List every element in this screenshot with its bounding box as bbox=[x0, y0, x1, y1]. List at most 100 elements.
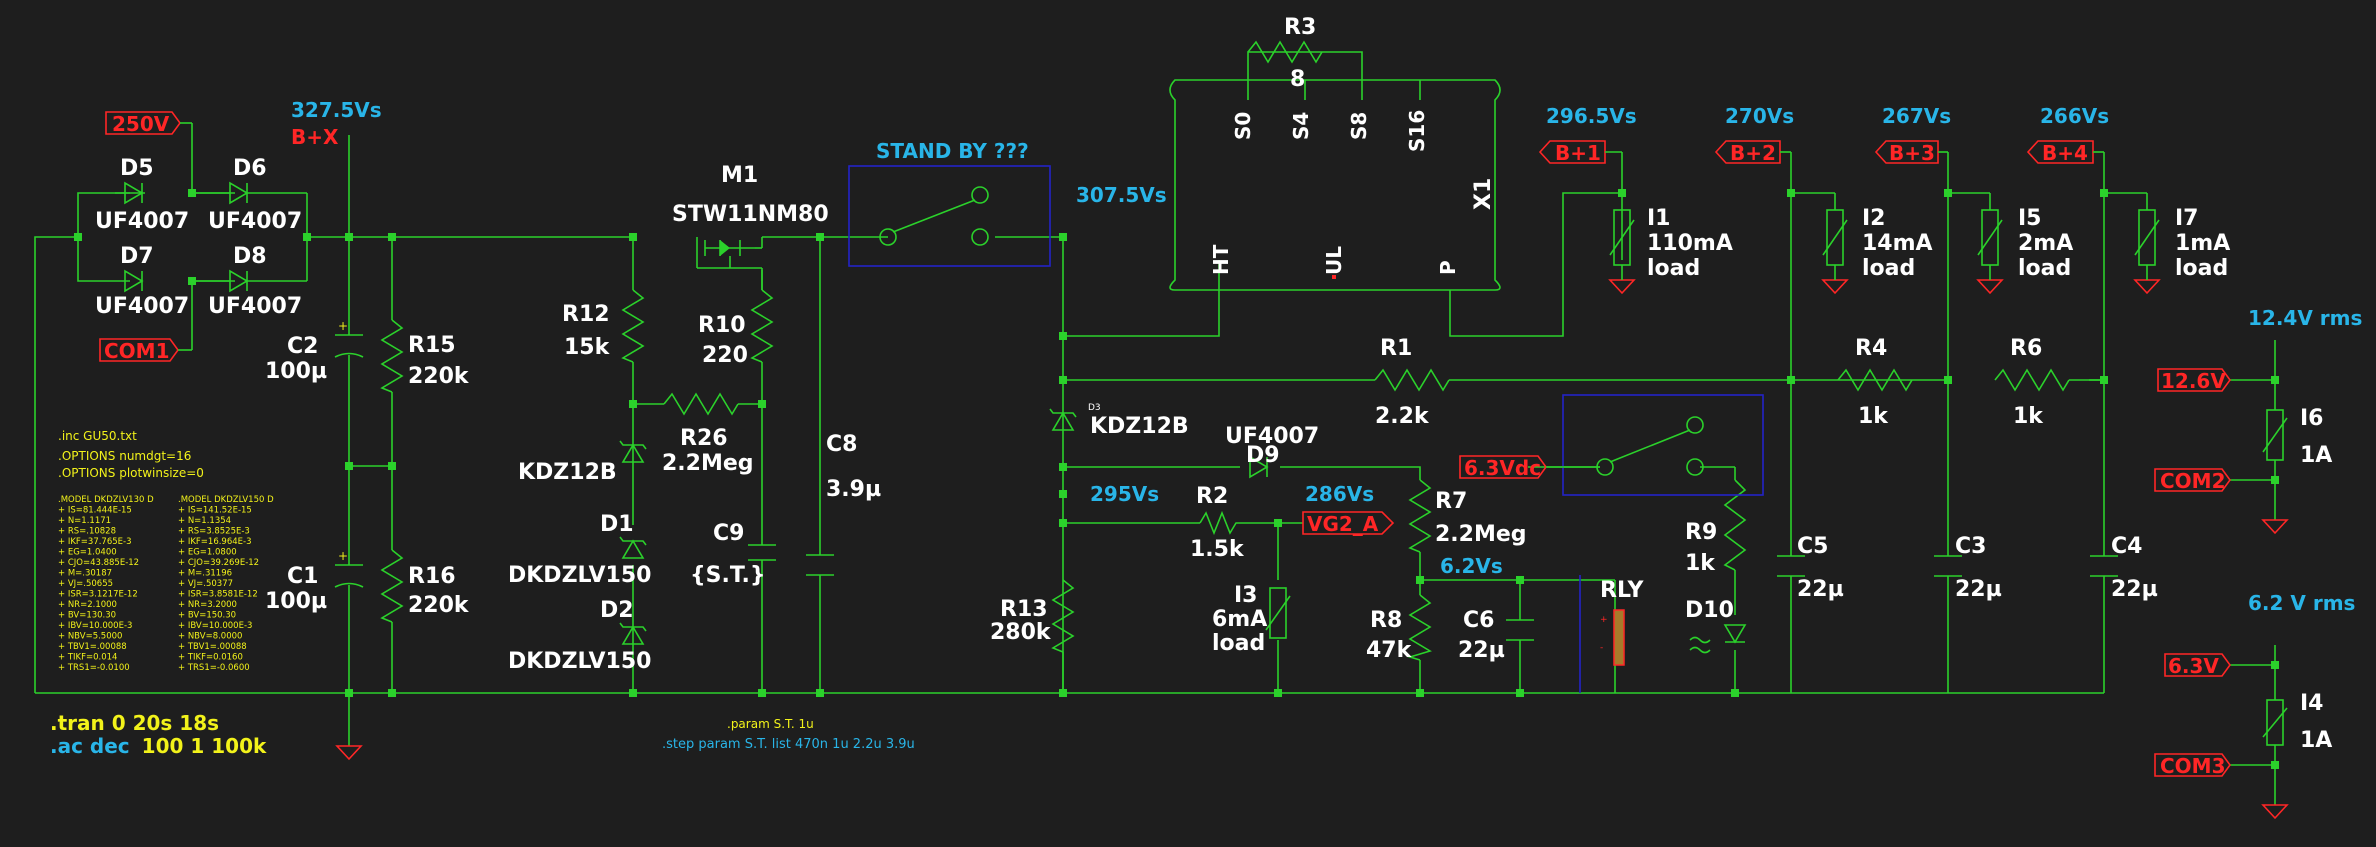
label-c5-ref: C5 bbox=[1797, 534, 1828, 559]
net-label-6v3: 6.3V bbox=[2168, 654, 2219, 678]
label-i7-ref: I7 bbox=[2175, 206, 2199, 231]
current-source-i3[interactable] bbox=[1265, 587, 1291, 639]
model-line: + EG=1.0400 bbox=[58, 548, 117, 558]
label-r9-ref: R9 bbox=[1685, 520, 1717, 545]
transformer-x1[interactable] bbox=[1169, 79, 1501, 291]
net-flag-b1[interactable]: B+1 bbox=[1538, 140, 1623, 165]
resistor-r16[interactable] bbox=[380, 549, 404, 623]
capacitor-c5[interactable] bbox=[1777, 555, 1805, 577]
label-i1-desc: load bbox=[1647, 256, 1700, 281]
label-i5-ref: I5 bbox=[2018, 206, 2042, 231]
net-flag-vg2a[interactable]: VG2_A bbox=[1302, 511, 1395, 536]
label-r16-ref: R16 bbox=[408, 564, 456, 589]
zener-d1[interactable] bbox=[619, 536, 647, 559]
label-d7-ref: D7 bbox=[120, 244, 154, 269]
resistor-r12[interactable] bbox=[621, 289, 645, 363]
resistor-r10[interactable] bbox=[750, 289, 774, 363]
current-source-i4[interactable] bbox=[2261, 699, 2289, 820]
label-c1-value: 100µ bbox=[265, 589, 327, 614]
mosfet-m1[interactable] bbox=[696, 240, 763, 290]
net-flag-b4[interactable]: B+4 bbox=[2026, 140, 2105, 165]
resistor-r3[interactable] bbox=[1247, 40, 1323, 64]
directive-param: .param S.T. 1u bbox=[727, 717, 814, 731]
label-c9-value: {S.T.} bbox=[690, 563, 766, 588]
label-d6-ref: D6 bbox=[233, 156, 267, 181]
net-flag-com2[interactable]: COM2 bbox=[2154, 468, 2231, 493]
model-line: + EG=1.0800 bbox=[178, 548, 237, 558]
label-c3-value: 22µ bbox=[1955, 577, 2002, 602]
resistor-r8[interactable] bbox=[1407, 594, 1432, 661]
capacitor-c1[interactable]: + bbox=[334, 549, 364, 588]
label-d7-model: UF4007 bbox=[95, 294, 189, 319]
model-line: + IS=81.444E-15 bbox=[58, 506, 132, 516]
net-flag-bx[interactable]: B+X bbox=[291, 125, 339, 149]
label-c4-value: 22µ bbox=[2111, 577, 2158, 602]
switch-standby[interactable] bbox=[848, 165, 1051, 267]
net-flag-com3[interactable]: COM3 bbox=[2154, 753, 2231, 778]
net-label-b2: B+2 bbox=[1730, 141, 1776, 165]
directive-options-1: .OPTIONS numdgt=16 bbox=[58, 449, 191, 463]
resistor-r2[interactable] bbox=[1199, 510, 1240, 536]
current-source-i2[interactable] bbox=[1821, 209, 1849, 295]
label-c5-value: 22µ bbox=[1797, 577, 1844, 602]
svg-text:+: + bbox=[338, 549, 348, 563]
label-r9-value: 1k bbox=[1685, 551, 1716, 576]
net-flag-b2[interactable]: B+2 bbox=[1714, 140, 1792, 165]
diode-d9[interactable] bbox=[1249, 455, 1269, 479]
resistor-r1[interactable] bbox=[1374, 368, 1520, 392]
net-flag-com1[interactable]: COM1 bbox=[99, 338, 192, 363]
capacitor-c3[interactable] bbox=[1934, 555, 1962, 577]
capacitor-c9[interactable] bbox=[748, 544, 776, 561]
diode-d5[interactable] bbox=[115, 181, 145, 205]
label-d8-ref: D8 bbox=[233, 244, 267, 269]
label-i7-desc: load bbox=[2175, 256, 2228, 281]
net-flag-b3[interactable]: B+3 bbox=[1874, 140, 1949, 165]
resistor-r6[interactable] bbox=[1994, 368, 2104, 392]
relay-coil-rly[interactable]: + - bbox=[1579, 575, 1625, 693]
diode-d10-led[interactable] bbox=[1689, 624, 1747, 654]
model-line: + TBV1=.00088 bbox=[178, 642, 247, 652]
current-source-i5[interactable] bbox=[1976, 209, 2004, 295]
label-r12-ref: R12 bbox=[562, 302, 610, 327]
resistor-r15[interactable] bbox=[380, 319, 404, 393]
label-c9-ref: C9 bbox=[713, 521, 744, 546]
resistor-r9[interactable] bbox=[1723, 479, 1747, 571]
directive-step: .step param S.T. list 470n 1u 2.2u 3.9u bbox=[662, 737, 915, 752]
label-r13-ref: R13 bbox=[1000, 597, 1048, 622]
current-source-i6[interactable] bbox=[2261, 409, 2289, 535]
relay-contact-switch[interactable] bbox=[1562, 394, 1764, 496]
resistor-r7[interactable] bbox=[1408, 479, 1432, 553]
net-flag-6v3[interactable]: 6.3V bbox=[2164, 653, 2231, 678]
label-i5-desc: load bbox=[2018, 256, 2071, 281]
directive-model-dkdzlv130: .MODEL DKDZLV130 D+ IS=81.444E-15+ N=1.1… bbox=[58, 495, 154, 673]
net-label-com1: COM1 bbox=[104, 339, 170, 363]
label-x1-pin-p: P bbox=[1436, 260, 1460, 275]
resistor-r26[interactable] bbox=[663, 392, 739, 416]
current-source-i7[interactable] bbox=[2133, 209, 2161, 295]
model-line: + NBV=8.0000 bbox=[178, 632, 242, 642]
label-c1-ref: C1 bbox=[287, 564, 318, 589]
current-source-i1[interactable] bbox=[1608, 209, 1636, 295]
capacitor-c8[interactable] bbox=[806, 554, 834, 576]
resistor-r13[interactable] bbox=[1051, 579, 1075, 693]
resistor-r4[interactable] bbox=[1837, 368, 1913, 392]
capacitor-c2[interactable]: + bbox=[334, 319, 364, 358]
net-flag-12v6[interactable]: 12.6V bbox=[2157, 368, 2231, 393]
label-x1-ref: X1 bbox=[1471, 178, 1496, 210]
net-flag-6v3dc[interactable]: 6.3Vdc bbox=[1459, 455, 1600, 480]
label-r6-value: 1k bbox=[2013, 404, 2044, 429]
label-r2-value: 1.5k bbox=[1190, 537, 1245, 562]
zener-kdz12b-left[interactable] bbox=[619, 440, 647, 463]
model-line: + IS=141.52E-15 bbox=[178, 506, 252, 516]
label-r13-value: 280k bbox=[990, 620, 1052, 645]
diode-d7[interactable] bbox=[124, 269, 144, 293]
label-i6-ref: I6 bbox=[2300, 406, 2324, 431]
label-i1-ref: I1 bbox=[1647, 206, 1671, 231]
net-flag-250v[interactable]: 250V bbox=[105, 111, 192, 136]
capacitor-c6[interactable] bbox=[1506, 619, 1534, 641]
capacitor-c4[interactable] bbox=[2090, 555, 2118, 577]
zener-d2[interactable] bbox=[619, 622, 647, 645]
voltage-327v5: 327.5Vs bbox=[291, 98, 382, 122]
zener-d3[interactable] bbox=[1049, 408, 1077, 431]
voltage-267v: 267Vs bbox=[1882, 104, 1951, 128]
